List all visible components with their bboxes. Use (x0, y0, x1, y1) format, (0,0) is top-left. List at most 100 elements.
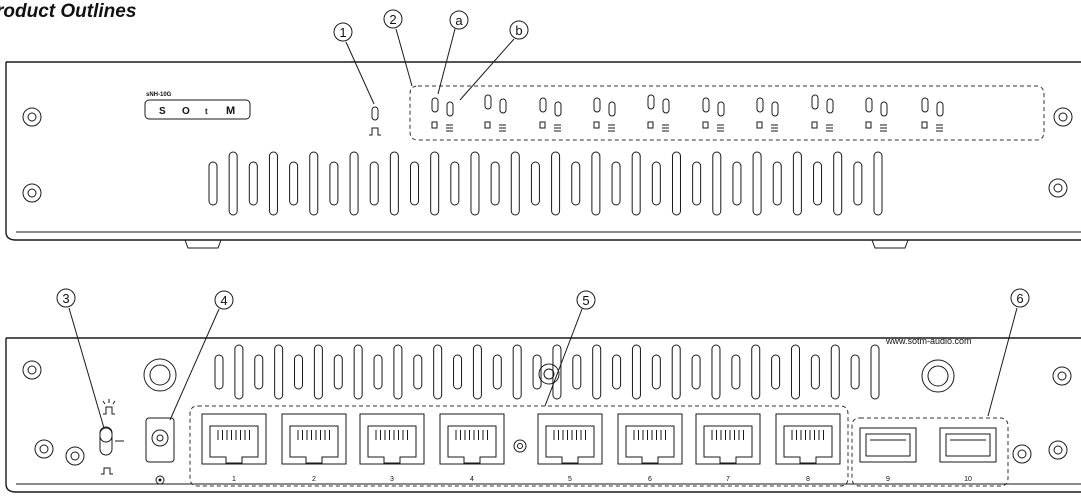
vent-slot (671, 151, 681, 216)
vent-slot (771, 354, 781, 390)
callout-2: 2 (389, 12, 396, 27)
vent-slot (510, 151, 520, 216)
vent-slot (530, 161, 540, 206)
vent-slot (631, 344, 641, 400)
sfp-port-10[interactable]: 10 (939, 427, 997, 483)
rj45-port-5[interactable]: 5 (537, 413, 603, 483)
back-callouts: 3 4 5 6 (56, 288, 1030, 429)
front-screw-tr-icon (1053, 107, 1073, 127)
vent-slot (254, 354, 264, 390)
vent-slot (552, 344, 562, 400)
ethernet-port-group (189, 405, 849, 487)
port-led-pair (921, 97, 944, 132)
back-screw-mid-icon (513, 439, 527, 453)
vent-slot (792, 151, 802, 216)
vent-slot (369, 161, 379, 206)
vent-slot (591, 151, 601, 216)
front-screw-br-icon (1048, 178, 1068, 198)
back-knob-left-icon (143, 358, 177, 392)
vent-slot (752, 151, 762, 216)
port-led-pair (865, 97, 888, 132)
back-knob-right-icon (921, 359, 955, 393)
back-screw-br2-icon (1048, 440, 1068, 460)
port-led-pair (539, 97, 562, 132)
vent-slot (413, 354, 423, 390)
vent-slot (512, 344, 522, 400)
rj45-port-6[interactable]: 6 (617, 413, 683, 483)
vent-slot (490, 161, 500, 206)
vent-slot (433, 344, 443, 400)
dc-power-jack[interactable] (145, 417, 175, 463)
port-label: 9 (886, 476, 890, 483)
front-foot-right (871, 239, 909, 249)
vent-slot (772, 161, 782, 206)
dc-polarity-icon (155, 475, 165, 485)
back-knob-mid-icon (538, 363, 560, 385)
vent-slot (349, 151, 359, 216)
callout-5: 5 (582, 293, 589, 308)
rj45-port-3[interactable]: 3 (359, 413, 425, 483)
vent-slot (751, 344, 761, 400)
rj45-port-7[interactable]: 7 (695, 413, 761, 483)
back-screw-tl-icon (22, 360, 42, 380)
vent-slot (612, 354, 622, 390)
vent-slot (551, 151, 561, 216)
vent-slot (810, 354, 820, 390)
callout-a-marker (449, 10, 469, 30)
vent-slot (472, 344, 482, 400)
vent-slot (294, 354, 304, 390)
vent-slot (651, 354, 661, 390)
sfp-ports: 9 10 (859, 427, 997, 483)
port-led-pair (484, 94, 507, 132)
vent-slot (329, 161, 339, 206)
port-led-pair (756, 97, 779, 132)
port-led-pair (702, 97, 725, 132)
callout-2-marker (383, 9, 403, 29)
vent-slot (234, 344, 244, 400)
port-label: 3 (390, 476, 394, 483)
vent-slot (833, 151, 843, 216)
rj45-port-2[interactable]: 2 (281, 413, 347, 483)
front-screw-tl-icon (22, 107, 42, 127)
back-screw-bl-icon (34, 439, 54, 459)
vent-slot (572, 354, 582, 390)
callout-4-marker (214, 290, 234, 310)
badge-letter: O (182, 106, 190, 117)
vent-slot (208, 161, 218, 206)
badge-letter: t (205, 107, 208, 116)
badge-letter: S (159, 106, 166, 117)
vent-slot (631, 151, 641, 216)
vent-slot (289, 161, 299, 206)
vent-slot (393, 344, 403, 400)
vent-slot (571, 161, 581, 206)
power-pulse-icon (369, 127, 381, 136)
sfp-port-group (851, 417, 1009, 487)
sfp-port-9[interactable]: 9 (859, 427, 917, 483)
port-led-pair (647, 94, 670, 132)
vent-slot (214, 354, 224, 390)
front-callouts: 1 2 a b (333, 9, 529, 105)
rj45-port-8[interactable]: 8 (775, 413, 841, 483)
callout-5-marker (576, 290, 596, 310)
back-screw-bl2-icon (65, 446, 85, 466)
led-toggle-switch[interactable] (99, 426, 124, 456)
front-screw-bl-icon (22, 183, 42, 203)
callout-b-marker (509, 20, 529, 40)
port-led-pair (431, 97, 454, 132)
vent-slot (813, 161, 823, 206)
rj45-port-4[interactable]: 4 (439, 413, 505, 483)
vent-slot (389, 151, 399, 216)
vent-slot (732, 161, 742, 206)
vent-slot (651, 161, 661, 206)
port-led-pair (811, 94, 834, 132)
front-panel: sNH-10G S O t M (5, 61, 1081, 249)
callout-a: a (455, 13, 463, 28)
vent-slot (309, 151, 319, 216)
rj45-port-1[interactable]: 1 (201, 413, 267, 483)
vent-slot (853, 161, 863, 206)
vent-slot (313, 344, 323, 400)
port-label: 1 (232, 476, 236, 483)
